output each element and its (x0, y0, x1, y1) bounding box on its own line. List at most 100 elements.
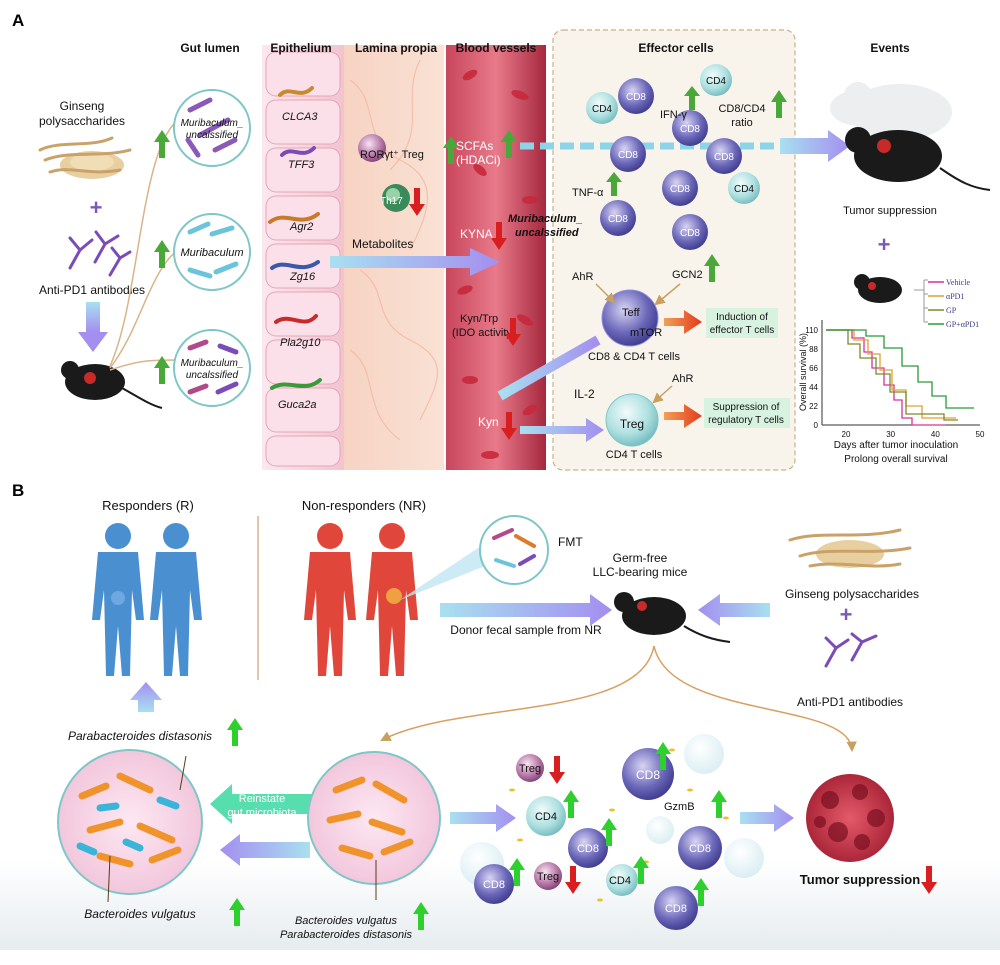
cd8-cd4-ratio-line1: CD8/CD4 (718, 103, 765, 115)
cd8-b-5: CD8 (665, 903, 687, 915)
effector-cells-box (552, 29, 796, 471)
anti-pd1-label: Anti-PD1 antibodies (39, 283, 145, 297)
ifn-gamma-label: IFN-γ (660, 109, 687, 121)
suppression-arrow (664, 404, 702, 428)
reinstate-line2: gut microbiota (227, 807, 297, 819)
cells-to-tumor-arrow (740, 804, 794, 832)
tumor-suppression-b: Tumor suppression (800, 872, 920, 887)
epithelium-cells (265, 51, 341, 467)
responders-label: Responders (R) (102, 498, 194, 513)
suppression-line2: regulatory T cells (708, 415, 784, 426)
header-blood-vessels: Blood vessels (456, 41, 537, 55)
microbiota-right-rods (326, 776, 414, 860)
effector-up-arrow (704, 254, 720, 282)
ginseng-label-line1: Ginseng (60, 99, 105, 113)
ror-treg-label: RORγt⁺ Treg (360, 149, 424, 161)
fmt-circle (479, 515, 549, 585)
survival-curve (826, 329, 946, 426)
cd8-b-4-up (509, 858, 525, 886)
kyn-to-treg-arrow (520, 418, 604, 442)
fmt-bacteria (492, 528, 536, 568)
gcn2-pointer (654, 283, 681, 306)
parabacteroides-label: Parabacteroides distasonis (68, 729, 212, 743)
ginseng-label-line2: polysaccharides (39, 114, 125, 128)
bacteria-circle-top (173, 89, 251, 167)
fmt-beam (400, 540, 500, 600)
survival-y-tick: 110 (805, 326, 818, 335)
cd8-b-1-up (655, 742, 671, 770)
ido-label: (IDO activity) (452, 327, 516, 339)
branch-to-right (653, 645, 857, 753)
down-arrow-body (86, 302, 100, 332)
bacteroides-label: Bacteroides vulgatus (84, 907, 195, 921)
induction-arrow (664, 310, 702, 334)
survival-x-label: Days after tumor inoculation (834, 440, 959, 451)
cd8-cd4-t-cells-label: CD8 & CD4 T cells (588, 351, 680, 363)
survival-x-tick: 50 (976, 430, 985, 439)
effector-cell-cluster (586, 64, 760, 250)
tumor-suppression-a: Tumor suppression (843, 205, 937, 217)
germ-free-line2: LLC-bearing mice (593, 565, 688, 579)
hdaci-label: (HDACi) (456, 153, 501, 167)
gzmb-label: GzmB (664, 801, 695, 813)
mouse-icon-small (854, 274, 902, 303)
mouse-icon-b (614, 592, 731, 643)
tnf-up-arrow (606, 172, 622, 196)
ahr-label-1: AhR (572, 271, 593, 283)
germ-free-line1: Germ-free (613, 551, 668, 565)
th17-label: Th17 (380, 196, 403, 207)
cd8-cell-2: CD8 (680, 124, 700, 135)
legend-label: GP (946, 306, 957, 315)
bacteria-top-label-1: Muribaculum_ (181, 118, 244, 129)
gene-clca3: CLCA3 (282, 111, 318, 123)
survival-x-tick: 30 (886, 430, 895, 439)
anti-pd1-label-b: Anti-PD1 antibodies (797, 695, 903, 709)
treg-b-1-down (549, 756, 565, 784)
bottom-bacteroides: Bacteroides vulgatus (295, 915, 398, 927)
cd4-t-cells-label: CD4 T cells (606, 449, 663, 461)
gene-pla2g10: Pla2g10 (280, 337, 321, 349)
reinstate-line1: Reinstate (239, 793, 285, 805)
metabolites-label: Metabolites (352, 237, 413, 251)
kyna-down-arrow (491, 222, 507, 250)
cd8-cell-3: CD8 (618, 150, 638, 161)
cd4-cell-3: CD4 (734, 184, 754, 195)
bacteria-mid-label: Muribaculum (181, 247, 244, 259)
reinstate-arrow (210, 784, 312, 824)
kyn-down-arrow (501, 412, 517, 440)
murib-blood-label-1: Muribaculum_ (508, 213, 583, 225)
mouse-icon-events (845, 127, 991, 191)
red-blood-cells (457, 69, 538, 459)
header-epithelium: Epithelium (270, 41, 331, 55)
plus-sign-a: + (90, 195, 103, 220)
ahr-label-2: AhR (672, 373, 693, 385)
induction-box (706, 308, 778, 338)
gene-guca2a: Guca2a (278, 399, 317, 411)
suppression-line1: Suppression of (713, 402, 780, 413)
murib-blood-label-2: uncalssified (515, 227, 579, 239)
antibody-icon (68, 230, 132, 277)
fmt-label: FMT (558, 535, 583, 549)
survival-curve (826, 329, 956, 419)
panel-b-letter: B (12, 481, 24, 500)
cd8-cd4-ratio-line2: ratio (731, 117, 752, 129)
bacteria-circle-mid (173, 213, 251, 291)
header-gut-lumen: Gut lumen (180, 41, 239, 55)
gene-zg16: Zg16 (289, 271, 316, 283)
cd4-b-1-up (563, 790, 579, 818)
bacteria-bottom-label-2: uncalssified (186, 370, 239, 381)
cd8-b-5-up (693, 878, 709, 906)
tumor-icon (806, 774, 894, 862)
legend-label: Vehicle (946, 278, 970, 287)
th17-down-arrow (409, 188, 425, 216)
kyn-trp-label: Kyn/Trp (460, 313, 498, 325)
kyn-to-teff-arrow (497, 335, 601, 401)
ahr-pointer-1 (595, 283, 616, 304)
cd8-b-3: CD8 (689, 843, 711, 855)
scfas-to-events-arrow (780, 130, 850, 162)
survival-y-label: Overall survival (%) (798, 333, 808, 411)
ginseng-arrow (698, 594, 770, 626)
cd8-b-4: CD8 (483, 879, 505, 891)
treg-cell-a (605, 393, 659, 447)
th17-cell-icon (382, 184, 410, 212)
